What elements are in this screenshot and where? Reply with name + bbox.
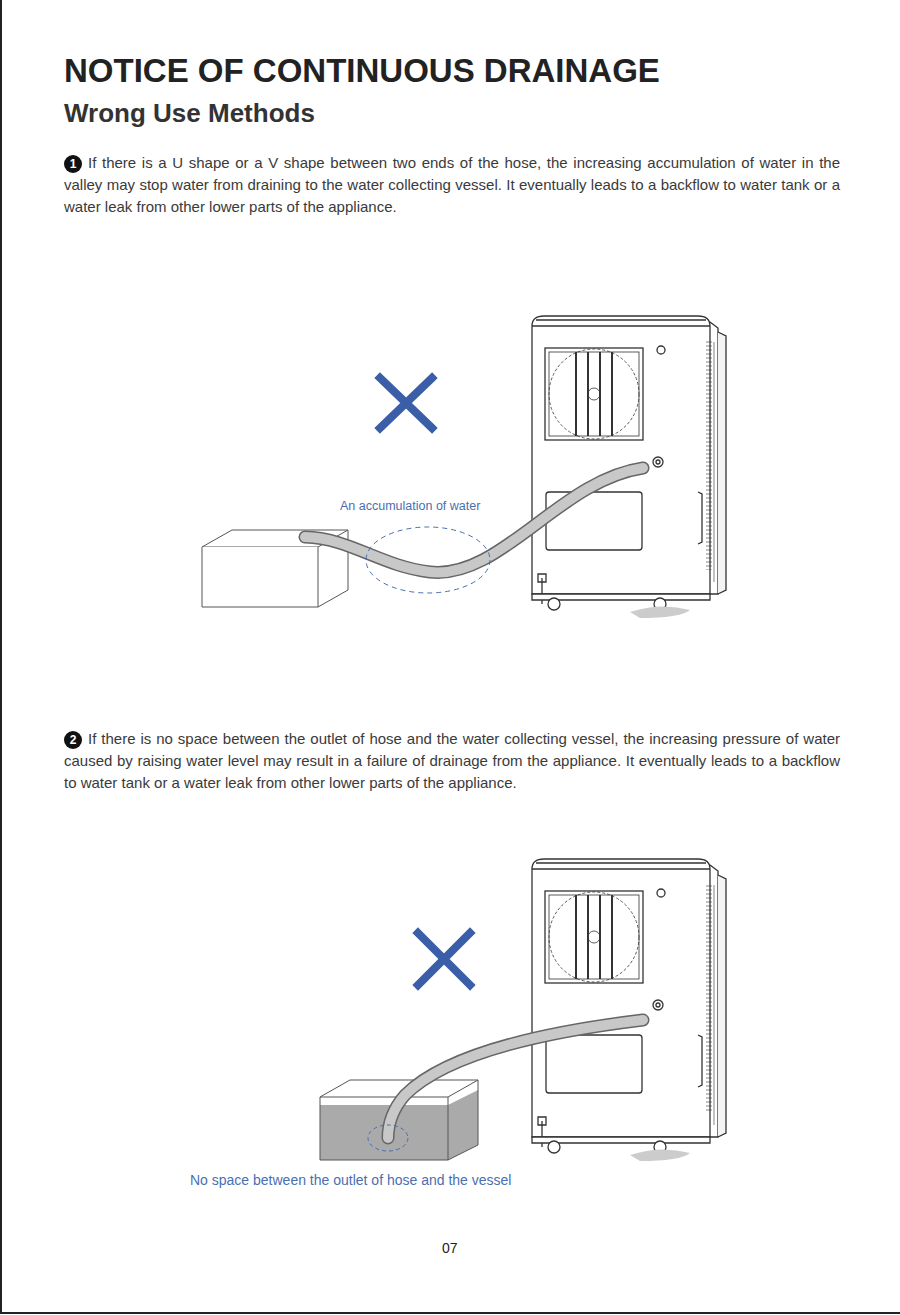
step-number: 1 [64,155,82,173]
warning-text: If there is a U shape or a V shape betwe… [64,152,840,218]
page-number: 07 [442,1240,458,1256]
page-title: NOTICE OF CONTINUOUS DRAINAGE [64,52,660,90]
step-number: 2 [64,731,82,749]
step-number-text: 2 [70,733,77,747]
step-number-text: 1 [70,157,77,171]
section-heading: Wrong Use Methods [64,98,315,129]
callout-label: An accumulation of water [338,499,482,513]
callout-label: No space between the outlet of hose and … [190,1172,511,1188]
warning-text: If there is no space between the outlet … [64,728,840,794]
